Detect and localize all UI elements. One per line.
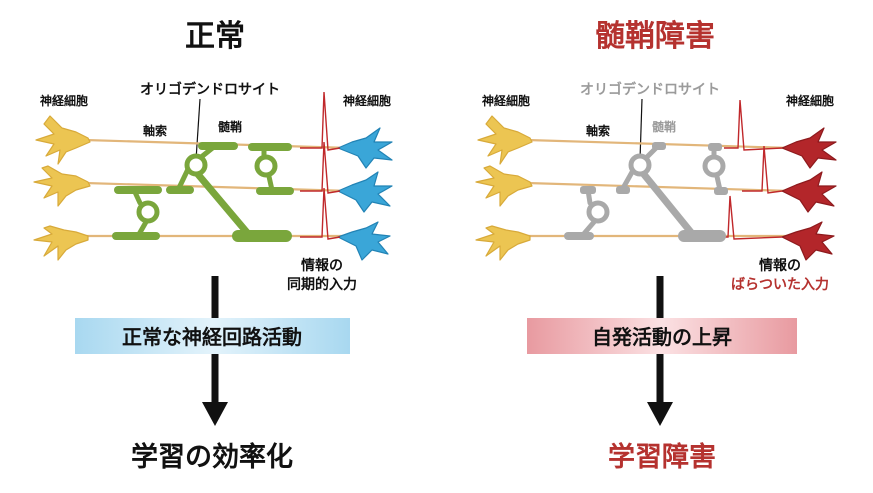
normal-result: 学習の効率化 — [131, 441, 293, 473]
normal-sheath-3 — [114, 186, 162, 194]
normal-sheath-2 — [248, 143, 292, 151]
damage-neuron-left-label: 神経細胞 — [482, 93, 530, 108]
normal-output-neurons — [337, 127, 393, 261]
normal-axon-2 — [84, 181, 351, 193]
damage-output-neuron-3 — [781, 221, 835, 261]
normal-input-label-line1: 情報の — [301, 257, 343, 274]
normal-process-2 — [192, 168, 254, 240]
normal-spikes — [300, 91, 341, 240]
damage-banner-text: 自発活動の上昇 — [592, 325, 732, 349]
damage-sheath-1 — [652, 142, 666, 150]
damage-panel: 髄鞘障害 オリゴデンドロサイト 神経細胞 神経細胞 軸索 髄鞘 — [475, 19, 837, 473]
normal-spike-2 — [300, 141, 341, 194]
damage-arrow-head — [647, 402, 673, 426]
damage-sheath-7 — [678, 230, 726, 242]
normal-sheath-1 — [198, 142, 238, 150]
normal-output-neuron-1 — [337, 127, 393, 169]
damage-neuron-right-label: 神経細胞 — [786, 93, 834, 108]
damage-sheath-3 — [580, 186, 596, 194]
damage-input-label-line2: ばらついた入力 — [731, 276, 829, 293]
normal-input-label-line2: 同期的入力 — [287, 276, 357, 293]
damage-oligo-body-3 — [586, 200, 610, 224]
damage-input-label-line1: 情報の — [759, 257, 801, 274]
normal-banner — [75, 318, 350, 354]
normal-sheath-5 — [256, 187, 294, 195]
damage-title: 髄鞘障害 — [595, 19, 715, 54]
damage-oligo-body-1 — [628, 153, 652, 177]
normal-sheath-7 — [232, 230, 292, 242]
damage-sheath-4 — [616, 186, 630, 194]
damage-result: 学習障害 — [608, 441, 716, 473]
normal-oligo-body-3 — [136, 200, 160, 224]
damage-input-neuron-3 — [475, 225, 531, 261]
normal-input-neuron-3 — [33, 225, 89, 261]
damage-output-neuron-2 — [781, 171, 837, 213]
normal-oligodendrocyte-label: オリゴデンドロサイト — [140, 81, 280, 98]
normal-oligo-pointer — [195, 98, 201, 161]
damage-sheath-2 — [708, 143, 722, 151]
normal-sheath-6 — [112, 232, 160, 240]
normal-neuron-right-label: 神経細胞 — [343, 93, 391, 108]
normal-oligo-body-1 — [184, 153, 208, 177]
damage-spike-1 — [724, 99, 783, 151]
damage-spike-2 — [742, 145, 783, 194]
normal-axon-label: 軸索 — [143, 123, 167, 138]
normal-banner-text: 正常な神経回路活動 — [122, 325, 302, 349]
damage-oligodendrocyte-label: オリゴデンドロサイト — [580, 81, 720, 98]
normal-neuron-left-label: 神経細胞 — [40, 93, 88, 108]
damage-output-neuron-1 — [781, 127, 837, 169]
normal-arrow-head — [202, 402, 228, 426]
normal-spike-3 — [300, 187, 341, 240]
damage-banner — [527, 318, 797, 354]
normal-title: 正常 — [185, 19, 245, 54]
normal-panel: 正常 オリゴデンドロサイト 神経細胞 神経細胞 軸索 髄鞘 — [33, 19, 393, 473]
damage-process-2 — [638, 168, 698, 240]
damage-input-neurons — [475, 115, 533, 261]
normal-output-neuron-3 — [337, 221, 391, 261]
damage-sheath-5 — [714, 187, 728, 195]
damage-axon-label: 軸索 — [586, 123, 610, 138]
damage-myelin-label: 髄鞘 — [652, 119, 676, 134]
normal-spike-1 — [300, 91, 341, 151]
damage-input-neuron-1 — [477, 115, 533, 165]
damage-oligo-pointer — [639, 98, 643, 161]
normal-input-neuron-2 — [33, 165, 91, 207]
damage-output-neurons — [781, 127, 837, 261]
damage-myelin — [564, 142, 728, 242]
normal-sheath-4 — [166, 186, 194, 194]
damage-oligo-body-2 — [702, 154, 726, 178]
damage-input-neuron-2 — [475, 165, 533, 207]
normal-myelin — [112, 142, 294, 242]
damage-sheath-6 — [564, 232, 594, 240]
normal-oligo-body-2 — [254, 154, 278, 178]
normal-myelin-label: 髄鞘 — [218, 119, 242, 134]
normal-input-neuron-1 — [35, 115, 91, 165]
normal-output-neuron-2 — [337, 171, 393, 213]
normal-input-neurons — [33, 115, 91, 261]
